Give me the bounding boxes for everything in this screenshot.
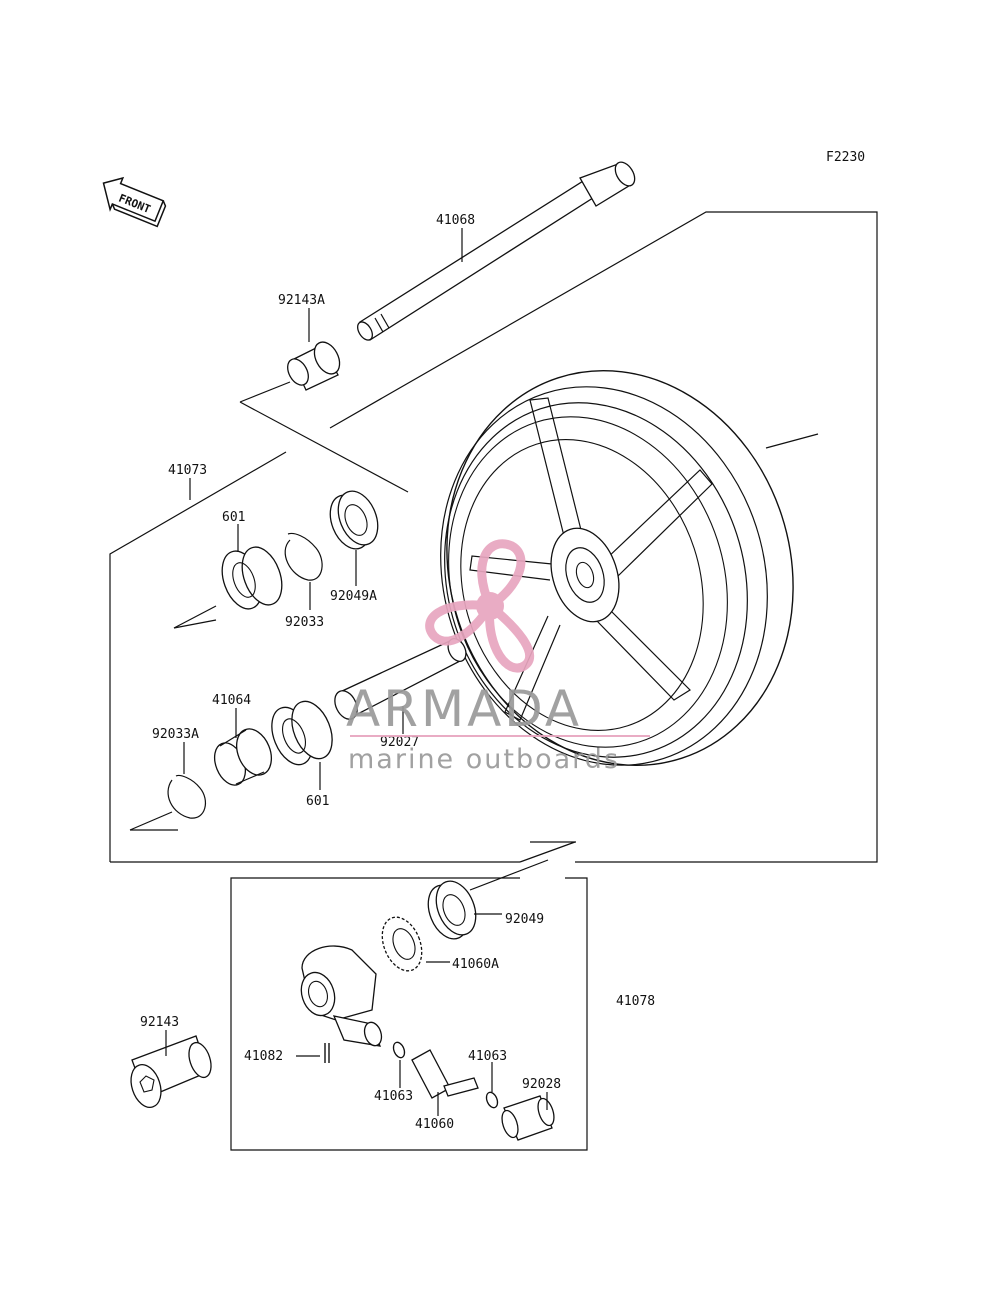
circlip-92033 (284, 532, 323, 581)
circlip-92033A (167, 774, 207, 819)
collar-92143A (287, 341, 341, 391)
label-92049: 92049 (505, 912, 544, 927)
pin-41082 (324, 1043, 330, 1063)
label-41064: 41064 (212, 693, 251, 708)
gear-housing (300, 945, 383, 1047)
collar-92143 (130, 1035, 212, 1109)
wheel-rim (440, 369, 794, 767)
bearing-601-bottom (271, 700, 333, 766)
gear-41060A (381, 916, 423, 972)
gear-box-outline (230, 877, 588, 1151)
diagram-code: F2230 (826, 150, 865, 165)
washer-41063-left (392, 1041, 406, 1059)
assembly-outline (109, 451, 287, 862)
label-41073: 41073 (168, 463, 207, 478)
label-92049A: 92049A (330, 589, 377, 604)
oil-seal-92049 (427, 880, 477, 940)
label-41060: 41060 (415, 1117, 454, 1132)
label-41078: 41078 (616, 994, 655, 1009)
label-601-bottom: 601 (306, 794, 329, 809)
bushing-92028 (501, 1095, 555, 1141)
label-92143: 92143 (140, 1015, 179, 1030)
propeller-logo-icon (425, 539, 534, 673)
label-41063-left: 41063 (374, 1089, 413, 1104)
label-601-top: 601 (222, 510, 245, 525)
label-41068: 41068 (436, 213, 475, 228)
label-92027: 92027 (380, 735, 419, 750)
label-41063-right: 41063 (468, 1049, 507, 1064)
label-41082: 41082 (244, 1049, 283, 1064)
axle-41068 (357, 161, 636, 341)
label-92028: 92028 (522, 1077, 561, 1092)
collar-41064 (213, 728, 272, 786)
watermark-brand: ARMADA (346, 680, 582, 738)
label-92143A: 92143A (278, 293, 325, 308)
watermark: ARMADA marine outboards (346, 539, 650, 775)
label-92033: 92033 (285, 615, 324, 630)
pinion-41060 (411, 1049, 479, 1099)
oil-seal-92049A (329, 490, 379, 550)
label-92033A: 92033A (152, 727, 199, 742)
bearing-601-top (221, 546, 283, 610)
washer-41063-right (485, 1091, 499, 1109)
watermark-tagline: marine outboards (348, 744, 620, 775)
front-arrow-icon: FRONT (102, 176, 167, 228)
label-41060A: 41060A (452, 957, 499, 972)
